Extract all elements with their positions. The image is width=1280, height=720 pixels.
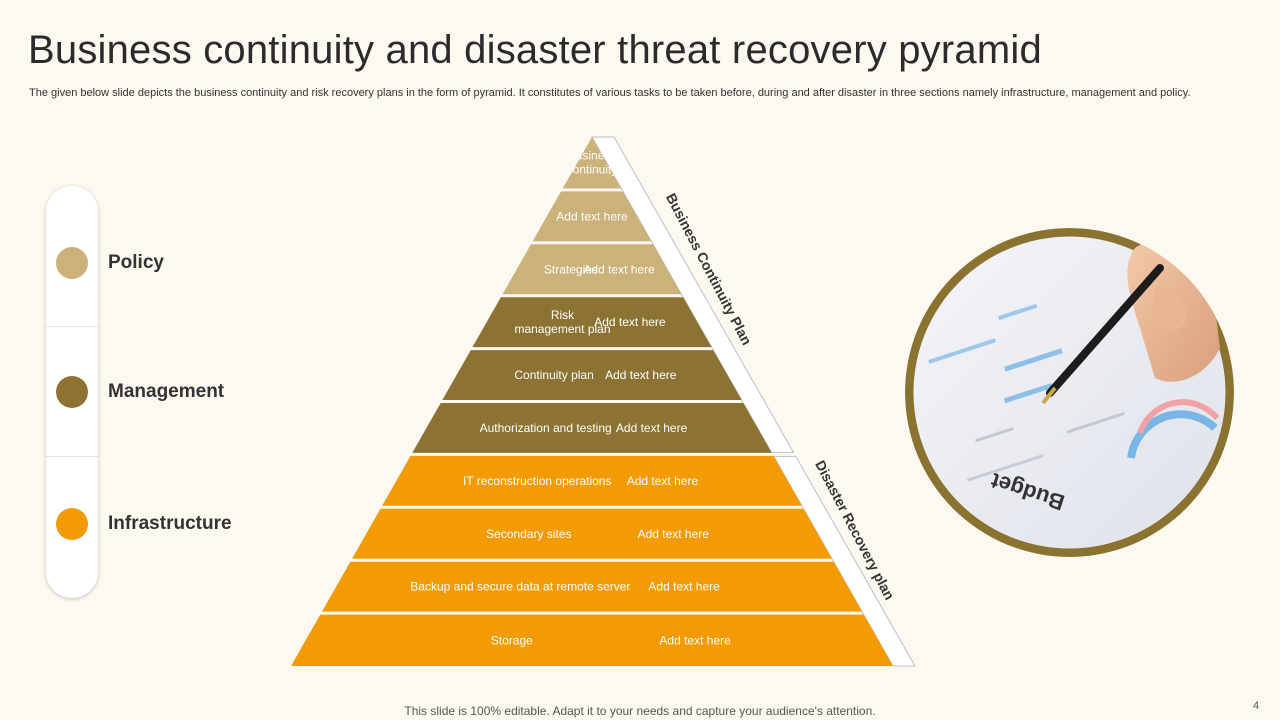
layer-text: Add text here xyxy=(556,209,628,223)
layer-label: Continuity plan xyxy=(514,368,593,382)
page-number: 4 xyxy=(1253,700,1260,712)
page-title: Business continuity and disaster threat … xyxy=(28,28,1042,72)
layer-label: Backup and secure data at remote server xyxy=(410,580,630,594)
business-continuity-bracket xyxy=(591,136,795,453)
layer-text: Add text here xyxy=(648,580,720,594)
layer-label: Secondary sites xyxy=(486,527,571,541)
pyramid-layer-shape xyxy=(382,455,802,506)
policy-legend-dot xyxy=(56,247,88,279)
pyramid-layer-shape xyxy=(321,561,863,612)
pyramid-layer-shape xyxy=(442,350,742,400)
management-legend-label: Management xyxy=(108,381,225,402)
layer-label: Authorization and testing xyxy=(480,421,612,435)
layer-text: Add text here xyxy=(594,315,666,329)
budget-report-photo: Budget xyxy=(905,228,1234,557)
pyramid-layer-shape xyxy=(412,403,772,453)
pyramid-layer: Authorization and testing Add text here xyxy=(412,403,772,453)
pyramid-layer: IT reconstruction operations Add text her… xyxy=(382,455,802,506)
management-legend-dot xyxy=(56,376,88,408)
pyramid-layer: Continuity plan Add text here xyxy=(442,350,742,400)
policy-legend-label: Policy xyxy=(108,252,164,273)
pyramid-layer-shape xyxy=(472,297,712,348)
pyramid-layer-shape xyxy=(291,614,893,666)
layer-label: IT reconstruction operations xyxy=(463,474,612,488)
footer-note: This slide is 100% editable. Adapt it to… xyxy=(404,704,876,718)
layer-text: Add text here xyxy=(638,527,710,541)
legend-divider xyxy=(46,326,98,327)
infrastructure-legend-label: Infrastructure xyxy=(108,513,232,534)
pyramid-layer-shape xyxy=(352,508,832,559)
layer-text: Add text here xyxy=(583,262,655,276)
layer-text: Add text here xyxy=(659,633,731,647)
legend-divider xyxy=(46,456,98,457)
layer-label: Strategies xyxy=(544,262,598,276)
layer-label: Storage xyxy=(491,633,533,647)
pyramid-layer-shape xyxy=(502,244,682,295)
page-subtitle: The given below slide depicts the busine… xyxy=(29,87,1191,99)
layer-text: Add text here xyxy=(605,368,677,382)
layer-text: Add text here xyxy=(627,474,699,488)
pyramid-layer: Backup and secure data at remote server A… xyxy=(321,561,863,612)
pyramid-layer: Add text here xyxy=(532,191,652,242)
pyramid-layer-shape xyxy=(562,137,622,189)
pyramid-layer: Secondary sites Add text here xyxy=(352,508,832,559)
infrastructure-legend-dot xyxy=(56,508,88,540)
pyramid-layer-shape xyxy=(532,191,652,242)
pyramid-layer: Storage Add text here xyxy=(291,614,893,666)
layer-text: Add text here xyxy=(616,421,688,435)
